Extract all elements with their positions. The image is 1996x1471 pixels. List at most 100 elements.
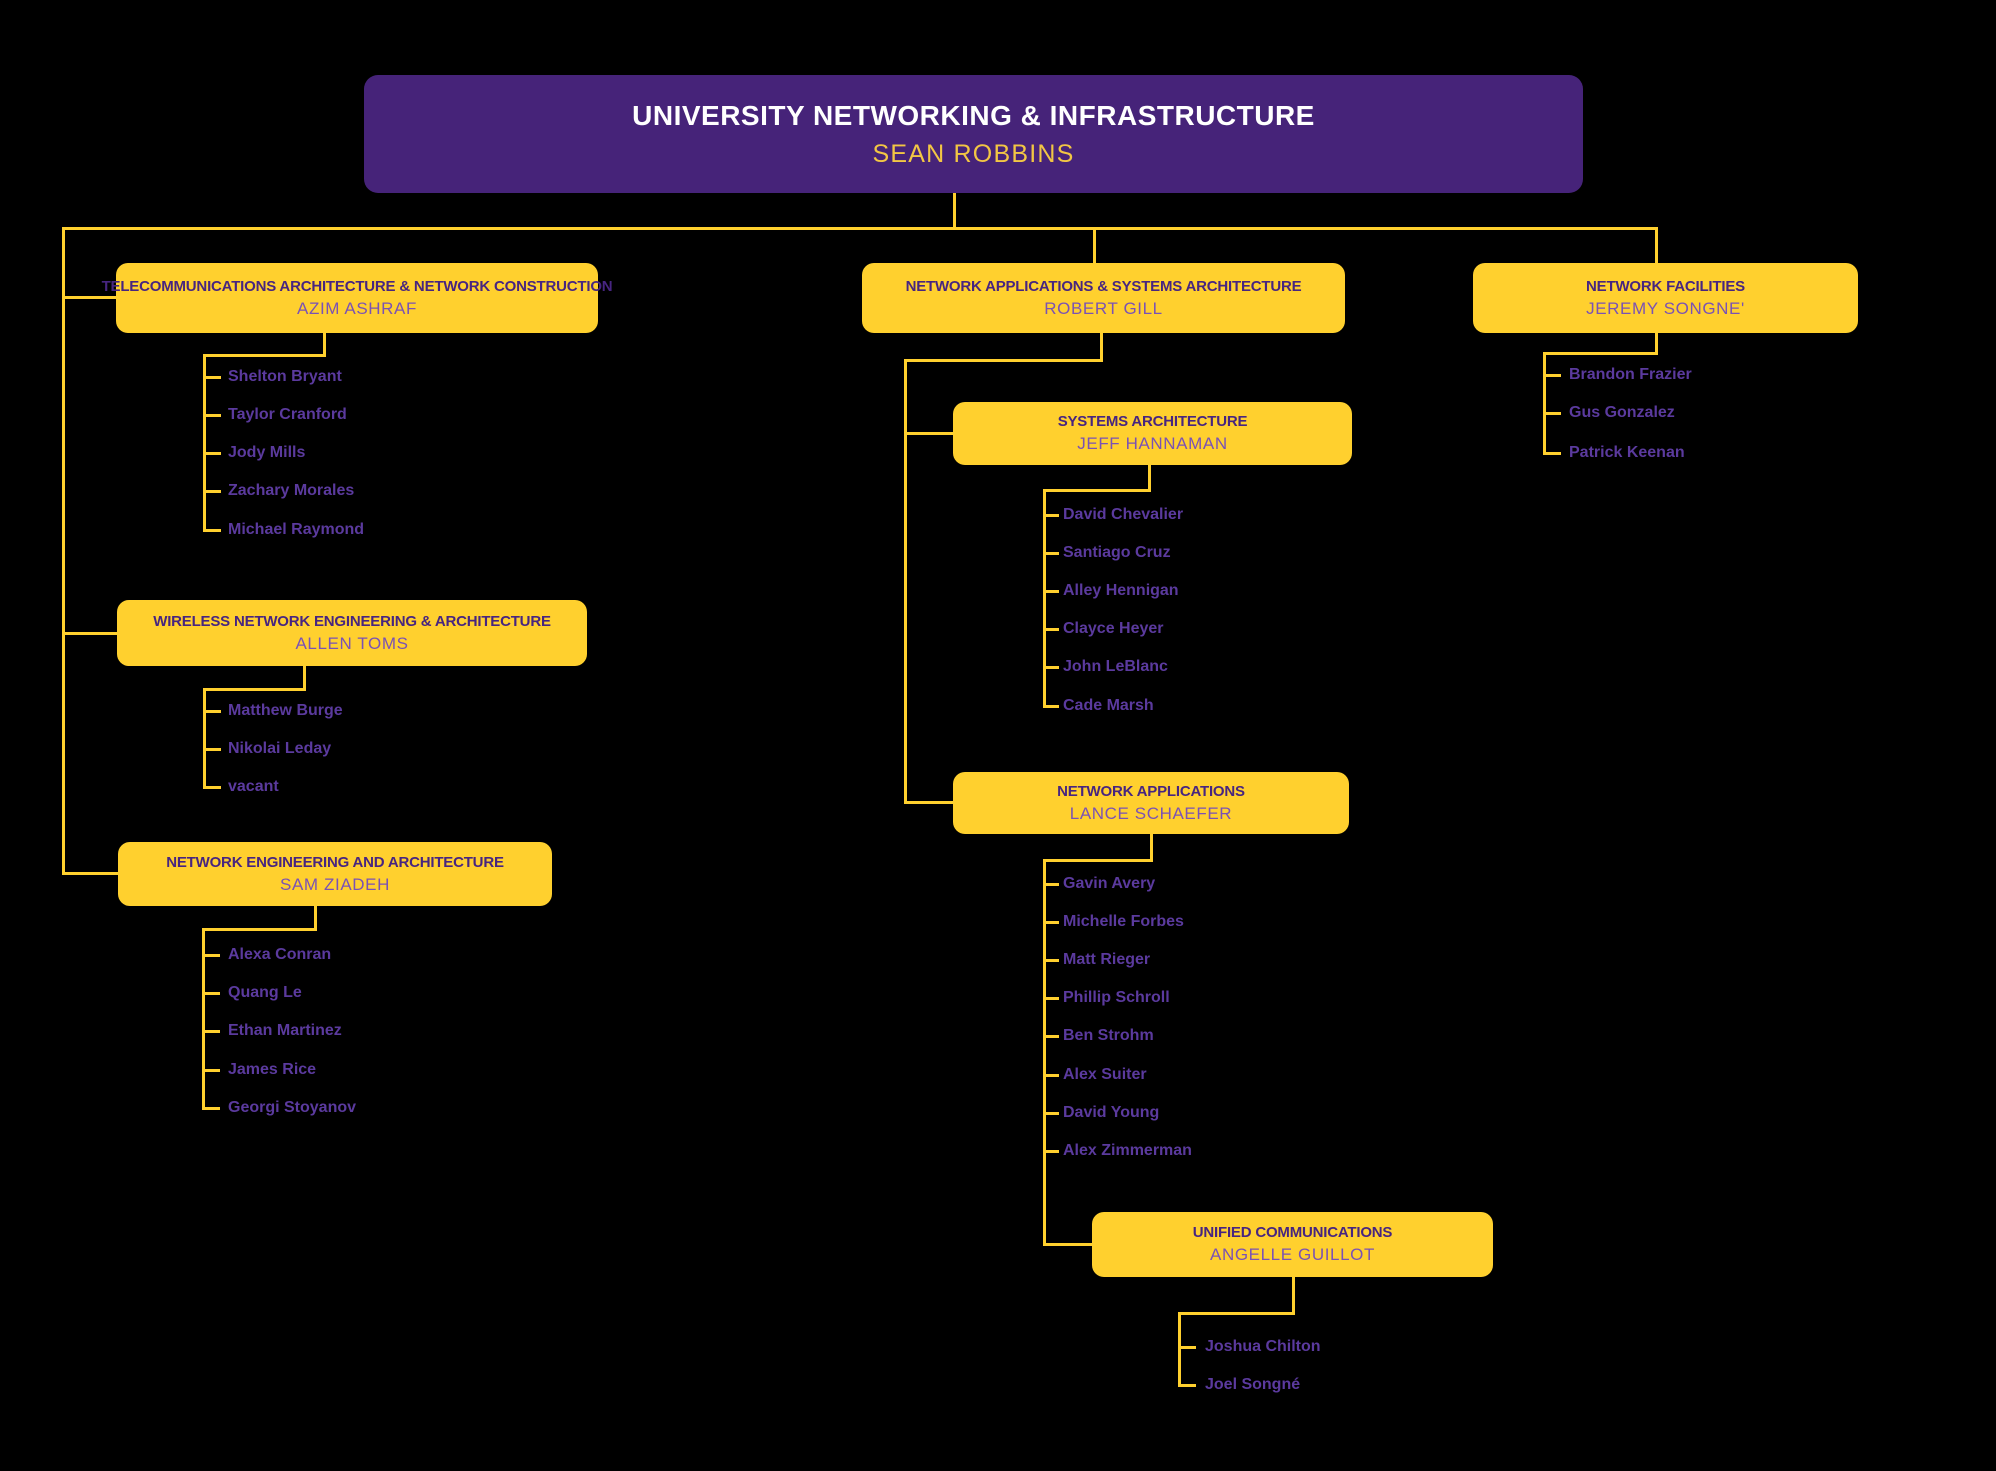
member-name: Brandon Frazier — [1569, 366, 1692, 383]
member-name: Quang Le — [228, 984, 302, 1001]
connector — [904, 359, 1103, 362]
member-name: John LeBlanc — [1063, 658, 1168, 675]
dept-box-network-facilities: NETWORK FACILITIES JEREMY SONGNE' — [1473, 263, 1858, 333]
member-name: David Young — [1063, 1104, 1160, 1121]
connector — [1178, 1312, 1295, 1315]
dept-box-network-engineering: NETWORK ENGINEERING AND ARCHITECTURE SAM… — [118, 842, 552, 906]
connector — [1655, 333, 1658, 355]
dept-manager: AZIM ASHRAF — [297, 298, 417, 318]
connector — [62, 296, 116, 299]
connector — [62, 227, 1658, 230]
member-name: David Chevalier — [1063, 506, 1184, 523]
member-name: Gus Gonzalez — [1569, 404, 1675, 421]
connector — [1043, 1112, 1059, 1115]
dept-box-unified-communications: UNIFIED COMMUNICATIONS ANGELLE GUILLOT — [1092, 1212, 1493, 1277]
connector — [1178, 1384, 1196, 1387]
member-name: Alex Zimmerman — [1063, 1142, 1192, 1159]
dept-manager: SAM ZIADEH — [280, 874, 390, 894]
connector — [314, 905, 317, 931]
connector — [1043, 1243, 1092, 1246]
member-name: Alexa Conran — [228, 946, 332, 963]
connector — [202, 928, 205, 1110]
member-name: Michael Raymond — [228, 521, 365, 538]
connector — [1178, 1312, 1181, 1387]
dept-manager: ANGELLE GUILLOT — [1210, 1245, 1375, 1264]
connector — [1100, 333, 1103, 362]
connector — [1043, 514, 1059, 517]
member-name: Alley Hennigan — [1063, 582, 1179, 599]
dept-title: NETWORK FACILITIES — [1586, 277, 1745, 295]
dept-title: NETWORK APPLICATIONS & SYSTEMS ARCHITECT… — [905, 277, 1302, 295]
connector — [62, 632, 117, 635]
connector — [1043, 705, 1059, 708]
dept-title: SYSTEMS ARCHITECTURE — [1057, 413, 1248, 430]
connector — [1043, 666, 1059, 669]
connector — [1043, 489, 1151, 492]
connector — [904, 801, 953, 804]
connector — [1543, 412, 1561, 415]
connector — [1043, 489, 1046, 708]
member-name: Cade Marsh — [1063, 697, 1154, 714]
member-name: Phillip Schroll — [1063, 989, 1170, 1006]
connector — [202, 1069, 220, 1072]
connector — [203, 354, 206, 532]
connector — [202, 992, 220, 995]
connector — [62, 872, 118, 875]
member-name: Ethan Martinez — [228, 1022, 342, 1039]
root-title: UNIVERSITY NETWORKING & INFRASTRUCTURE — [632, 99, 1315, 131]
connector — [1043, 859, 1046, 1246]
member-name: Michelle Forbes — [1063, 913, 1184, 930]
connector — [202, 928, 317, 931]
connector — [1093, 227, 1096, 263]
connector — [202, 1107, 220, 1110]
dept-box-systems-architecture: SYSTEMS ARCHITECTURE JEFF HANNAMAN — [953, 402, 1352, 465]
connector — [1043, 959, 1059, 962]
connector — [203, 748, 221, 751]
member-name: Joel Songné — [1205, 1376, 1301, 1393]
connector — [62, 227, 65, 875]
member-name: Nikolai Leday — [228, 740, 332, 757]
connector — [203, 710, 221, 713]
member-name: James Rice — [228, 1061, 317, 1078]
connector — [203, 376, 221, 379]
connector — [1043, 552, 1059, 555]
dept-manager: LANCE SCHAEFER — [1069, 803, 1233, 823]
connector — [1043, 997, 1059, 1000]
connector — [203, 688, 206, 789]
connector — [1043, 883, 1059, 886]
connector — [1043, 921, 1059, 924]
connector — [323, 332, 326, 357]
member-name: Patrick Keenan — [1569, 444, 1685, 461]
connector — [1543, 452, 1561, 455]
connector — [1150, 834, 1153, 862]
connector — [904, 432, 953, 435]
connector — [1043, 628, 1059, 631]
member-name: Gavin Avery — [1063, 875, 1156, 892]
connector — [1043, 1150, 1059, 1153]
connector — [203, 452, 221, 455]
dept-box-telecom-architecture: TELECOMMUNICATIONS ARCHITECTURE & NETWOR… — [102, 263, 613, 333]
connector — [303, 666, 306, 691]
member-name: Matthew Burge — [228, 702, 343, 719]
connector — [1043, 590, 1059, 593]
member-name: Joshua Chilton — [1205, 1338, 1321, 1355]
dept-manager: JEFF HANNAMAN — [1077, 434, 1228, 453]
member-name: Ben Strohm — [1063, 1027, 1154, 1044]
dept-title: WIRELESS NETWORK ENGINEERING & ARCHITECT… — [153, 612, 551, 630]
connector — [953, 193, 956, 229]
member-name: Shelton Bryant — [228, 368, 342, 385]
connector — [1043, 1035, 1059, 1038]
connector — [202, 954, 220, 957]
connector — [1043, 859, 1153, 862]
member-name: Georgi Stoyanov — [228, 1099, 357, 1116]
dept-box-network-applications: NETWORK APPLICATIONS LANCE SCHAEFER — [953, 772, 1349, 834]
connector — [904, 359, 907, 804]
connector — [203, 490, 221, 493]
connector — [1543, 352, 1546, 455]
dept-title: UNIFIED COMMUNICATIONS — [1192, 1224, 1393, 1241]
root-manager: SEAN ROBBINS — [872, 139, 1075, 168]
connector — [203, 786, 221, 789]
dept-manager: JEREMY SONGNE' — [1586, 298, 1745, 318]
connector — [202, 1030, 220, 1033]
